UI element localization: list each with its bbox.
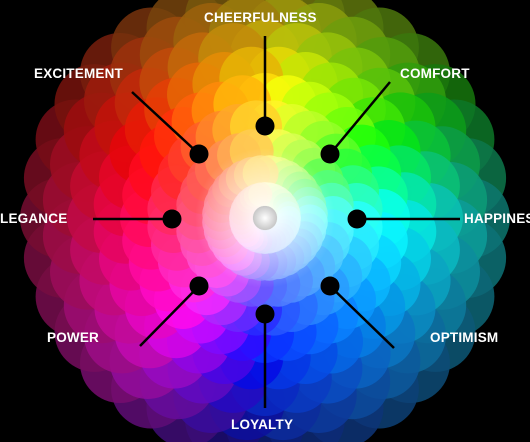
connector-line-comfort [329,81,391,155]
label-cheerfulness: CHEERFULNESS [204,10,317,25]
label-happiness: HAPPINES [464,211,530,226]
connector-dot-power [189,276,209,296]
connector-dot-cheerfulness [255,116,275,136]
connector-dot-loyalty [255,304,275,324]
connector-dot-excitement [189,144,209,164]
connector-dot-optimism [320,276,340,296]
label-optimism: OPTIMISM [430,330,499,345]
label-comfort: COMFORT [400,66,470,81]
connector-dot-comfort [320,144,340,164]
label-loyalty: LOYALTY [231,417,294,432]
connector-line-excitement [131,91,200,155]
connector-line-optimism [329,285,395,349]
connector-dot-happiness [347,209,367,229]
label-power: POWER [47,330,100,345]
label-connectors [93,36,460,408]
label-elegance: LEGANCE [0,211,68,226]
label-excitement: EXCITEMENT [34,66,124,81]
wheel-center-glow [195,148,335,288]
connector-line-power [139,285,200,347]
connector-dot-elegance [162,209,182,229]
